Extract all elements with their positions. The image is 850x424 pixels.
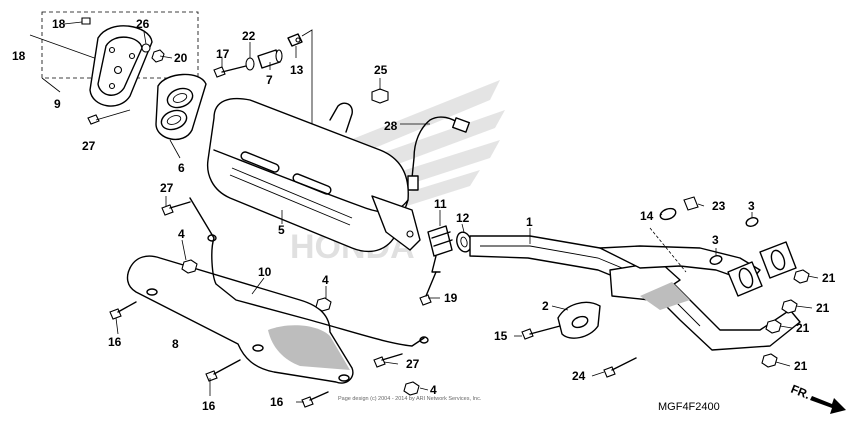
callout-19: 19 <box>444 291 458 305</box>
part-21-nut-a <box>793 269 810 284</box>
callout-27-mid: 27 <box>160 181 174 195</box>
part-4-nut-a <box>181 259 198 274</box>
callout-16-left: 16 <box>108 335 122 349</box>
part-2-bracket <box>557 301 601 339</box>
callout-4-left: 4 <box>178 227 185 241</box>
part-14-gasket <box>659 207 677 221</box>
callout-16-mid: 16 <box>202 399 216 413</box>
callout-7: 7 <box>266 73 273 87</box>
part-27-bolt-mid <box>161 204 174 216</box>
callout-23: 23 <box>712 199 726 213</box>
front-direction-arrow: FR. <box>789 382 846 414</box>
callout-21-b: 21 <box>816 301 830 315</box>
diagram-code: MGF4F2400 <box>658 401 720 413</box>
part-6-end-cap <box>155 73 207 141</box>
part-27-bolt-low <box>373 356 386 368</box>
callout-3-top: 3 <box>748 199 755 213</box>
callout-27-top: 27 <box>82 139 96 153</box>
callout-16-low: 16 <box>270 395 284 409</box>
part-1-exhaust-pipe <box>469 235 801 351</box>
callout-14: 14 <box>640 209 654 223</box>
callout-5: 5 <box>278 223 285 237</box>
leader-lines <box>63 21 819 403</box>
callout-28: 28 <box>384 119 398 133</box>
part-22-washer <box>245 57 255 71</box>
part-21-nut-c <box>765 319 782 334</box>
callout-26: 26 <box>136 17 150 31</box>
part-20-nut <box>151 49 165 63</box>
callout-21-d: 21 <box>794 359 808 373</box>
part-3-gasket-a <box>745 217 759 227</box>
callout-15: 15 <box>494 329 508 343</box>
callout-18-left: 18 <box>12 49 26 63</box>
callout-11: 11 <box>434 197 447 211</box>
callout-4-low: 4 <box>430 383 437 397</box>
part-10-stay <box>189 197 429 347</box>
part-8-heat-shield <box>126 255 354 384</box>
callout-18-top: 18 <box>52 17 66 31</box>
part-15-bolt <box>521 328 534 340</box>
part-25-nut <box>371 88 389 104</box>
part-4-nut-b <box>315 297 332 312</box>
callout-2: 2 <box>542 299 549 313</box>
part-9-end-cover <box>89 25 153 107</box>
assembly-box-9 <box>29 11 199 93</box>
callout-13: 13 <box>290 63 304 77</box>
part-24-bolt <box>603 366 616 378</box>
callout-labels: 18 26 18 20 9 27 6 17 22 7 13 25 28 5 11… <box>12 17 836 413</box>
callout-3-mid: 3 <box>712 233 719 247</box>
part-11-clamp <box>427 225 453 273</box>
part-13-grommet <box>287 33 303 47</box>
copyright-text: Page design (c) 2004 - 2014 by ARI Netwo… <box>338 396 482 402</box>
callout-6: 6 <box>178 161 185 175</box>
callout-20: 20 <box>174 51 188 65</box>
part-26-washer <box>141 43 151 53</box>
callout-21-c: 21 <box>796 321 810 335</box>
part-5-muffler <box>206 97 421 253</box>
callout-25: 25 <box>374 63 388 77</box>
callout-27-low: 27 <box>406 357 420 371</box>
part-23-cap <box>683 196 699 211</box>
part-17-bolt <box>213 65 247 78</box>
callout-22: 22 <box>242 29 256 43</box>
callout-10: 10 <box>258 265 272 279</box>
callout-24: 24 <box>572 369 586 383</box>
callout-21-a: 21 <box>822 271 836 285</box>
callout-4-mid: 4 <box>322 273 329 287</box>
callout-17: 17 <box>216 47 230 61</box>
direction-label: FR. <box>789 382 812 402</box>
part-27-bolt-left <box>87 114 100 125</box>
callout-12: 12 <box>456 211 470 225</box>
part-19-bolt <box>419 294 432 306</box>
part-18-screw-top <box>81 17 91 25</box>
callout-1: 1 <box>526 215 533 229</box>
arrow-icon <box>810 396 846 414</box>
callout-8: 8 <box>172 337 179 351</box>
part-7-collar <box>257 49 283 69</box>
part-21-nut-b <box>781 299 798 314</box>
part-3-gasket-b <box>709 255 723 265</box>
part-4-nut-c <box>403 381 420 396</box>
callout-9: 9 <box>54 97 61 111</box>
part-21-nut-d <box>761 353 778 368</box>
